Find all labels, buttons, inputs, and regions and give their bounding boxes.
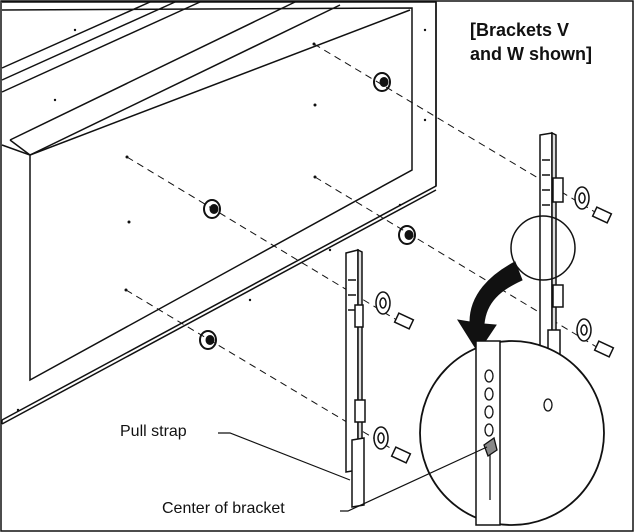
center-of-bracket-label: Center of bracket (162, 500, 285, 517)
bracket-w (539, 131, 564, 383)
spacers (199, 72, 416, 350)
leader-lines (218, 432, 488, 512)
screws-and-washers (373, 186, 615, 464)
display-back-panel (1, 1, 437, 425)
bracket-v (345, 248, 366, 508)
brackets-title-line2: and W shown] (470, 44, 592, 64)
curved-arrow (456, 261, 523, 353)
pull-strap-label: Pull strap (120, 423, 187, 440)
detail-magnified-circle (419, 340, 605, 526)
brackets-title-line1: [Brackets V (470, 20, 570, 40)
detail-source-circle (510, 215, 576, 281)
